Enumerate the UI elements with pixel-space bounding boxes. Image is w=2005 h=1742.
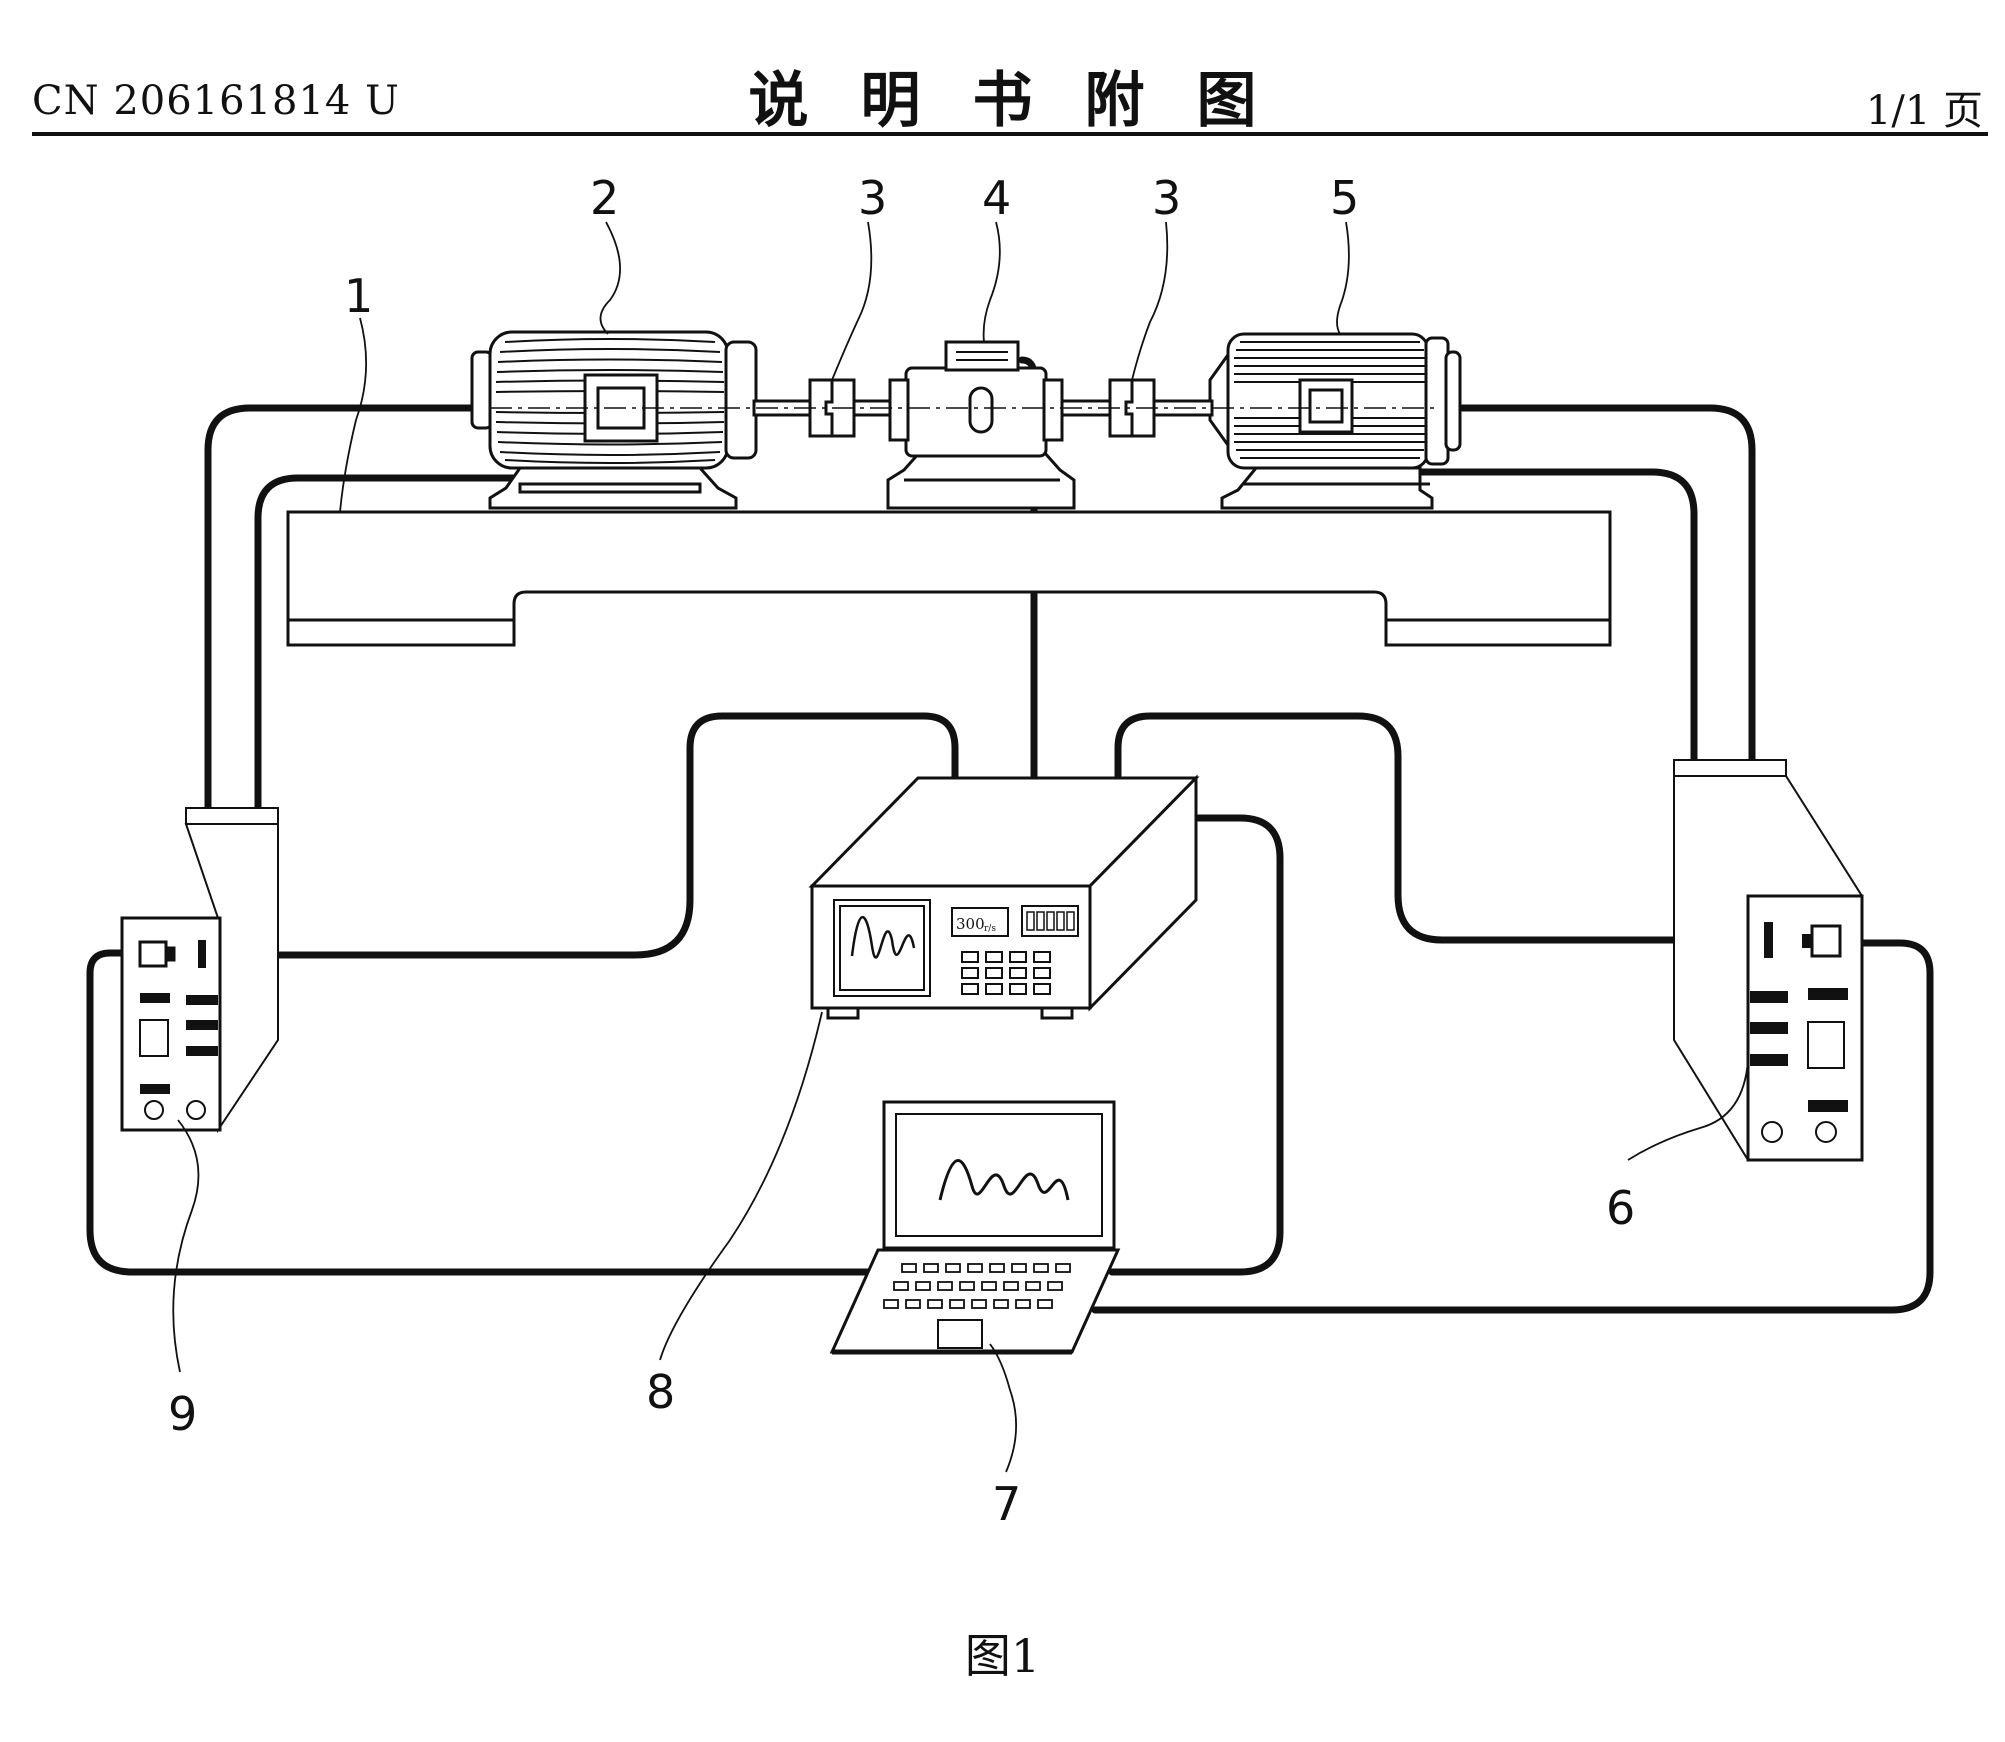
drive-6 — [1673, 759, 1864, 1162]
drive-9-side — [184, 823, 279, 1134]
drive-9-knob-2 — [186, 1100, 206, 1120]
drive-9-indicator-3 — [186, 1020, 218, 1030]
page-number: 1/1 页 — [1865, 88, 1983, 134]
leader-3-right — [1131, 221, 1169, 381]
leader-1 — [339, 317, 368, 513]
torque-sensor-4-connector — [944, 340, 1020, 372]
drive-9-connector-port — [138, 940, 168, 968]
drive-9-indicator-2 — [186, 995, 218, 1005]
analyzer-8-readout-value: 300 — [956, 915, 985, 933]
reference-numerals: 1 2 3 4 3 5 6 7 8 9 — [168, 171, 1635, 1531]
leader-5 — [1336, 221, 1350, 335]
motor-2-end-cap-right — [724, 340, 758, 460]
drive-6-knob-1 — [1761, 1121, 1783, 1143]
drive-9-top-cap — [185, 807, 279, 825]
drive-9-indicator-4 — [186, 1046, 218, 1056]
label-7: 7 — [992, 1477, 1021, 1531]
motor-5 — [1208, 332, 1462, 510]
torque-sensor-4 — [886, 340, 1076, 510]
label-5: 5 — [1330, 171, 1359, 225]
drive-6-indicator-1 — [1750, 991, 1788, 1003]
label-6: 6 — [1606, 1181, 1635, 1235]
label-3-right: 3 — [1152, 171, 1181, 225]
page-title: 说明书附图 — [748, 66, 1309, 136]
laptop-7-waveform — [938, 1159, 1070, 1201]
torque-sensor-4-window — [968, 386, 994, 434]
label-1: 1 — [344, 269, 373, 323]
cable-analyzer8-to-drive6 — [1114, 712, 1776, 944]
cable-analyzer8-to-laptop7 — [1108, 814, 1284, 1276]
cable-analyzer8-to-drive9 — [201, 712, 959, 959]
analyzer-8-readout-unit: r/s — [984, 924, 996, 934]
motor-2 — [470, 330, 758, 510]
figure-caption: 图1 — [964, 1629, 1041, 1683]
analyzer-8-digit-cells — [1026, 911, 1075, 931]
page-header: CN 206161814 U 说明书附图 1/1 页 — [0, 0, 2005, 140]
drive-6-indicator-3 — [1750, 1022, 1788, 1034]
header-rule — [32, 132, 1988, 136]
drive-6-top-cap — [1673, 759, 1787, 777]
laptop-7 — [829, 1100, 1121, 1355]
motor-5-base — [1220, 466, 1434, 510]
leader-9 — [172, 1119, 200, 1373]
drive-6-connector-port — [1810, 924, 1842, 958]
laptop-7-touchpad — [937, 1319, 983, 1349]
drive-6-indicator-2 — [1808, 988, 1848, 1000]
cable-drive9-to-laptop7 — [86, 949, 872, 1276]
analyzer-8-waveform — [850, 916, 916, 959]
drive-6-terminal — [1764, 922, 1773, 958]
drive-6-connector-plug — [1802, 934, 1812, 948]
leader-8 — [659, 1011, 823, 1361]
drive-6-indicator-4 — [1750, 1054, 1788, 1066]
analyzer-8-foot-right — [1040, 1006, 1074, 1020]
drive-9-connector-plug — [164, 946, 176, 962]
leader-3-left — [831, 221, 873, 381]
label-3-left: 3 — [858, 171, 887, 225]
drive-6-panel-display — [1807, 1021, 1845, 1069]
analyzer-8-keypad — [961, 951, 1051, 995]
drive-9-indicator-5 — [140, 1084, 170, 1094]
drive-6-indicator-5 — [1808, 1100, 1848, 1112]
cable-motor2-to-drive9-outer — [204, 404, 484, 812]
motor-2-cooling-fins — [495, 338, 725, 464]
drive-6-knob-2 — [1815, 1121, 1837, 1143]
cable-motor5-to-drive6-outer — [1458, 404, 1756, 764]
label-9: 9 — [168, 1387, 197, 1441]
motor-5-junction-box-inner — [1308, 388, 1344, 424]
analyzer-8-foot-left — [826, 1006, 860, 1020]
publication-number: CN 206161814 U — [32, 78, 400, 124]
drive-9 — [120, 807, 279, 1134]
drive-9-terminal — [198, 940, 206, 968]
torque-sensor-4-flange-right — [1042, 378, 1064, 442]
laptop-7-keyboard — [883, 1263, 1071, 1309]
analyzer-8: 300 r/s — [808, 774, 1200, 1020]
leader-4 — [982, 221, 1001, 343]
test-bed — [286, 510, 1612, 647]
drive-9-panel-display — [139, 1019, 169, 1057]
label-2: 2 — [590, 171, 619, 225]
leader-6 — [1627, 1059, 1749, 1161]
analyzer-8-readout — [951, 907, 1009, 937]
cable-drive6-to-laptop7 — [1091, 939, 1934, 1314]
label-8: 8 — [646, 1365, 675, 1419]
leader-7 — [989, 1343, 1017, 1473]
leader-lines — [172, 221, 1749, 1473]
drive-9-knob-1 — [144, 1100, 164, 1120]
torque-sensor-4-flange-left — [888, 378, 910, 442]
leader-2 — [599, 221, 621, 335]
label-4: 4 — [982, 171, 1011, 225]
motor-5-end-cap-right-2 — [1444, 350, 1462, 452]
drive-9-indicator-1 — [140, 993, 170, 1003]
test-bed-frame — [286, 510, 1612, 647]
motor-2-base-plate — [518, 482, 702, 494]
